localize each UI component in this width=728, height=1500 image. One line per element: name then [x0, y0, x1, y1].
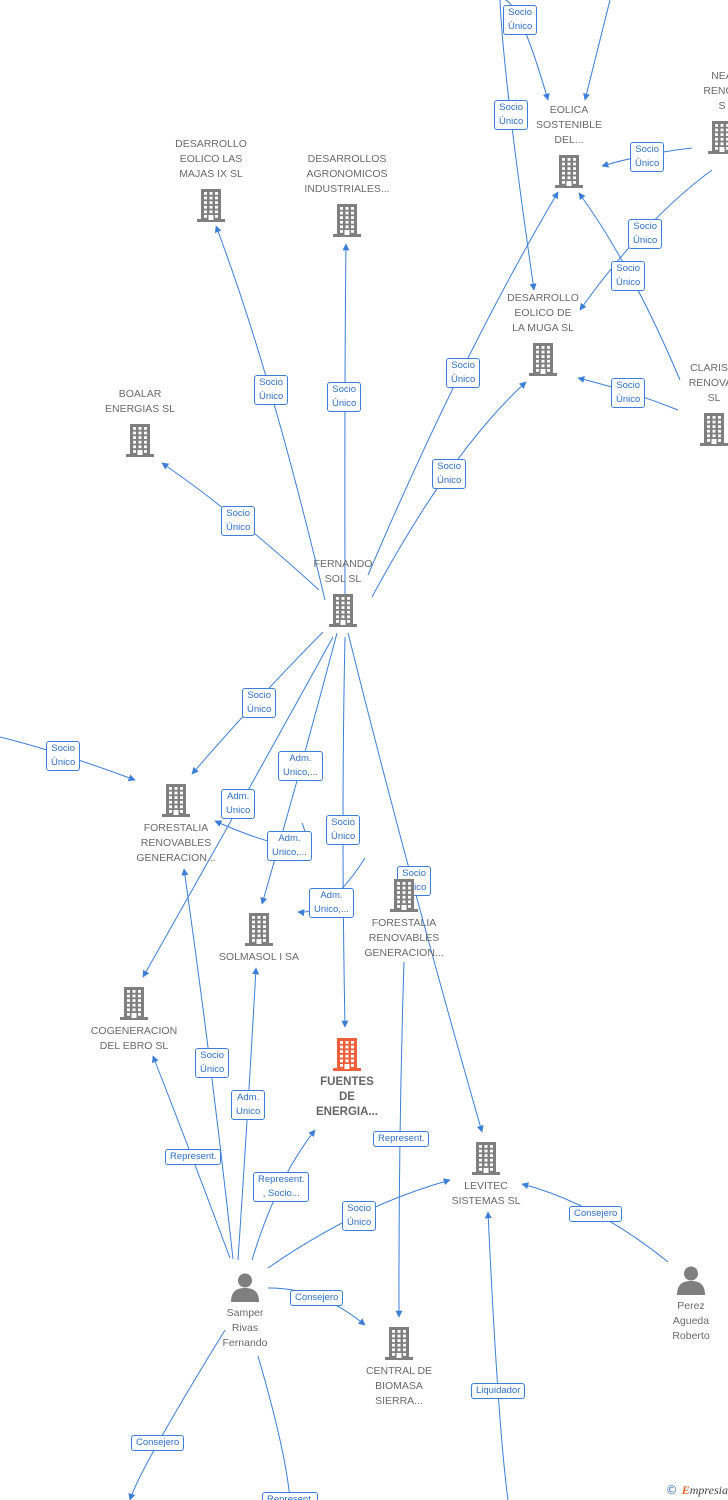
edge-label[interactable]: Adm. Unico — [231, 1090, 266, 1120]
edge-label[interactable]: Adm. Unico — [221, 789, 256, 819]
edge-line — [214, 225, 326, 601]
building-icon — [700, 413, 728, 446]
edge-label[interactable]: Socio Único — [611, 378, 646, 408]
building-icon — [708, 121, 728, 154]
node-label: DESARROLLOS AGRONOMICOS INDUSTRIALES... — [304, 153, 390, 195]
edge-label[interactable]: Consejero — [131, 1435, 185, 1451]
node-label: FORESTALIA RENOVABLES GENERACION... — [136, 822, 216, 864]
building-icon — [162, 784, 190, 817]
copyright-icon: © — [665, 1483, 678, 1497]
person-icon — [677, 1266, 705, 1295]
node-label: Perez Agueda Roberto — [672, 1300, 710, 1342]
edge-label[interactable]: Represent. — [262, 1492, 319, 1500]
edge-label[interactable]: Represent. — [165, 1149, 222, 1165]
building-icon — [329, 594, 357, 627]
edge-label[interactable]: Socio Único — [326, 815, 361, 845]
node-label: FUENTES DE ENERGIA... — [316, 1076, 378, 1118]
edge-line — [342, 243, 350, 599]
building-icon — [472, 1142, 500, 1175]
edge-label[interactable]: Socio Único — [254, 375, 289, 405]
building-icon — [385, 1327, 413, 1360]
edge-label[interactable]: Socio Único — [342, 1201, 377, 1231]
building-icon — [126, 424, 154, 457]
node-label: BOALAR ENERGIAS SL — [104, 388, 176, 415]
edge-label[interactable]: Adm. Unico,... — [267, 831, 312, 861]
node-label: COGENERACION DEL EBRO SL — [90, 1025, 178, 1052]
edge-label[interactable]: Socio Único — [432, 459, 467, 489]
empresia-footer: ©Empresia — [666, 1483, 728, 1498]
edge-line — [484, 1211, 509, 1500]
edge-label[interactable]: Socio Único — [503, 5, 538, 35]
node-label: CLARISSI RENOVAB SL — [688, 362, 728, 404]
node-label: Samper Rivas Fernando — [222, 1307, 268, 1349]
building-icon — [333, 1038, 361, 1071]
edge-label[interactable]: Consejero — [290, 1290, 344, 1306]
edge-line — [257, 1355, 293, 1500]
building-icon — [529, 343, 557, 376]
building-icon — [120, 987, 148, 1020]
edge-label[interactable]: Socio Único — [611, 261, 646, 291]
edge-label[interactable]: Consejero — [569, 1206, 623, 1222]
edge-label[interactable]: Adm. Unico,... — [309, 888, 354, 918]
edge-label[interactable]: Socio Único — [221, 506, 256, 536]
node-label: EOLICA SOSTENIBLE DEL... — [536, 104, 602, 146]
edge-label[interactable]: Socio Único — [195, 1048, 230, 1078]
building-icon — [245, 913, 273, 946]
node-label: DESARROLLO EOLICO LAS MAJAS IX SL — [175, 138, 247, 180]
edge-line — [128, 1329, 226, 1500]
edge-label[interactable]: Socio Único — [446, 358, 481, 388]
edge-label[interactable]: Socio Único — [327, 382, 362, 412]
edge-label[interactable]: Socio Único — [628, 219, 663, 249]
edge-label[interactable]: Represent. — [373, 1131, 430, 1147]
node-label: SOLMASOL I SA — [218, 951, 300, 963]
building-icon — [333, 204, 361, 237]
edge-label[interactable]: Socio Único — [46, 741, 81, 771]
edge-line — [521, 1182, 669, 1263]
building-icon — [555, 155, 583, 188]
node-label: DESARROLLO EOLICO DE LA MUGA SL — [507, 292, 579, 334]
edge-label[interactable]: Socio Único — [494, 100, 529, 130]
empresia-logo-initial: E — [681, 1483, 690, 1497]
edge-label[interactable]: Adm. Unico,... — [278, 751, 323, 781]
node-label: FERNANDO SOL SL — [313, 558, 373, 585]
building-icon — [390, 879, 418, 912]
node-label: FORESTALIA RENOVABLES GENERACION... — [364, 917, 444, 959]
building-icon — [197, 189, 225, 222]
edge-label[interactable]: Socio Único — [630, 142, 665, 172]
edge-label[interactable]: Represent. , Socio... — [253, 1172, 310, 1202]
empresia-logo: mpresia — [689, 1483, 728, 1497]
node-label: LEVITEC SISTEMAS SL — [451, 1180, 521, 1207]
node-label: CENTRAL DE BIOMASA SIERRA... — [365, 1365, 433, 1407]
node-label: NEA RENOV S — [703, 70, 728, 112]
edge-line — [583, 0, 611, 101]
person-icon — [231, 1273, 259, 1302]
edge-label[interactable]: Liquidador — [471, 1383, 526, 1399]
edge-label[interactable]: Socio Único — [242, 688, 277, 718]
